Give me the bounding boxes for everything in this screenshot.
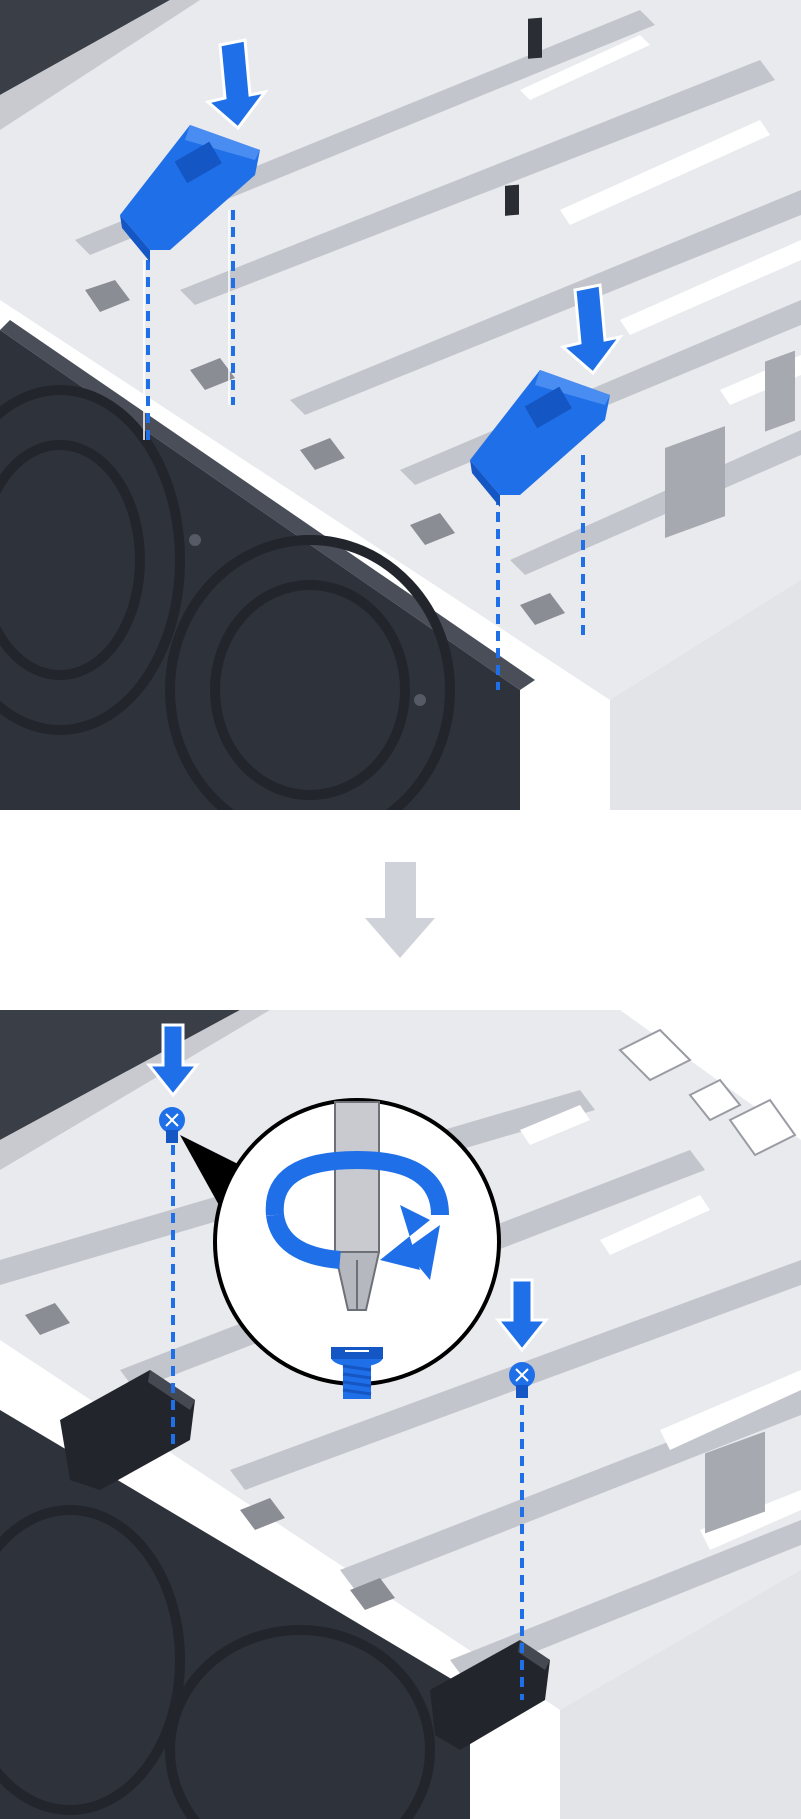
arrow-down-icon xyxy=(145,1023,201,1098)
fan-bracket-2 xyxy=(470,370,610,507)
screw-2 xyxy=(509,1362,535,1398)
arrow-down-icon xyxy=(559,283,624,376)
arrow-down-icon xyxy=(204,38,269,131)
guide-lines xyxy=(171,1145,524,1700)
step1-svg xyxy=(0,0,801,810)
rotate-clockwise-icon xyxy=(265,1150,449,1280)
guide-lines xyxy=(146,210,585,690)
fan-bracket-1 xyxy=(120,125,260,262)
mount-holes xyxy=(25,1303,395,1610)
fan-housing xyxy=(0,330,520,810)
step-transition xyxy=(0,810,801,1010)
screwdriver-icon xyxy=(333,1101,381,1311)
screw-detail xyxy=(331,1347,383,1399)
fan-housing xyxy=(0,1410,470,1819)
fan-grille xyxy=(0,1505,435,1819)
chassis-side-wall xyxy=(610,580,801,810)
chassis-side-wall xyxy=(560,1570,801,1819)
step2-svg xyxy=(0,1010,801,1819)
arrow-down-icon xyxy=(365,862,435,958)
mount-holes xyxy=(85,280,565,625)
step1-illustration xyxy=(0,0,801,810)
screw-1 xyxy=(159,1107,185,1143)
fan-grille xyxy=(0,385,455,810)
detail-callout xyxy=(180,1098,501,1399)
arrow-down-icon xyxy=(494,1278,550,1353)
step2-illustration xyxy=(0,1010,801,1819)
